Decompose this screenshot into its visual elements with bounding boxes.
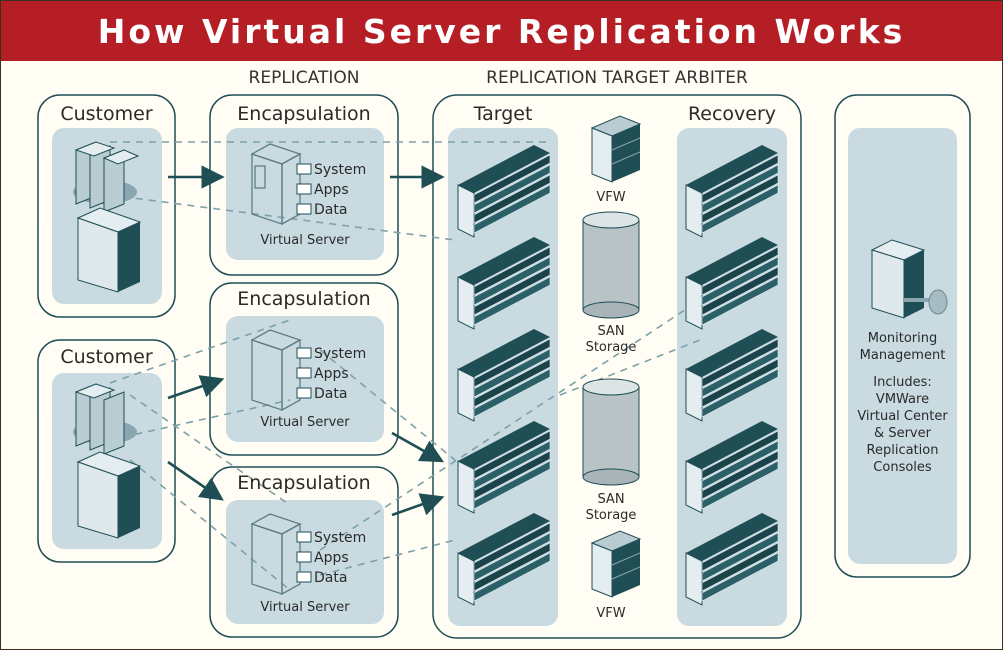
recovery-server-2: [685, 237, 779, 330]
arbiter-group: [432, 94, 802, 639]
file-apps-2: Apps: [314, 366, 349, 382]
customer-server-1: [73, 141, 142, 293]
target-server-2: [457, 237, 551, 330]
customer-group-2: [37, 339, 176, 563]
replication-arrows: [167, 165, 445, 517]
title-banner: How Virtual Server Replication Works: [1, 1, 1002, 61]
encapsulation-panel-2: [226, 316, 384, 442]
rack-servers: [457, 145, 779, 606]
encapsulation-label-3: Encapsulation: [237, 472, 371, 494]
san-storage-icon-2: [582, 378, 640, 486]
virtual-server-label-2: Virtual Server: [260, 415, 350, 430]
customer-group-1: [37, 94, 176, 318]
customer-label-1: Customer: [60, 103, 153, 125]
target-server-5: [457, 513, 551, 606]
file-data-2: Data: [314, 386, 348, 402]
section-replication: REPLICATION: [248, 68, 360, 88]
vfw-icon-1: [590, 115, 642, 183]
san-label-2: SAN: [597, 492, 625, 507]
recovery-server-3: [685, 329, 779, 422]
replication-dashed-links: [109, 141, 701, 591]
section-arbiter: REPLICATION TARGET ARBITER: [486, 68, 748, 88]
virtual-server-2: [250, 329, 302, 412]
target-server-1: [457, 145, 551, 238]
customer-label-2: Customer: [60, 346, 153, 368]
monitoring-server-icon: [870, 239, 926, 319]
vfw-label-2: VFW: [596, 606, 626, 621]
virtual-server-3: [250, 513, 302, 596]
monitoring-includes: Includes: VMWare Virtual Center & Server…: [857, 375, 948, 475]
san-label-1: SAN: [597, 324, 625, 339]
encapsulation-label-2: Encapsulation: [237, 288, 371, 310]
monitoring-label: Monitoring Management: [859, 331, 946, 363]
target-server-4: [457, 421, 551, 514]
monitoring-panel: [848, 128, 957, 564]
encapsulation-label-1: Encapsulation: [237, 103, 371, 125]
vfw-label-1: VFW: [596, 190, 626, 205]
encapsulation-group-2: [209, 282, 399, 456]
vfw-icon-2: [590, 530, 642, 598]
key-icon: [904, 289, 948, 315]
folder-icons: [296, 163, 312, 583]
target-column-label: Target: [473, 103, 533, 125]
encapsulation-group-3: [209, 466, 399, 638]
recovery-server-1: [685, 145, 779, 238]
storage-label-1: Storage: [585, 340, 637, 355]
virtual-server-label-1: Virtual Server: [260, 233, 350, 248]
file-system-2: System: [314, 346, 367, 362]
virtual-server-label-3: Virtual Server: [260, 600, 350, 615]
monitoring-group: [834, 94, 971, 578]
file-data-1: Data: [314, 202, 348, 218]
san-storage-icon-1: [582, 211, 640, 319]
file-apps-3: Apps: [314, 550, 349, 566]
file-system-1: System: [314, 162, 367, 178]
file-system-3: System: [314, 530, 367, 546]
file-data-3: Data: [314, 570, 348, 586]
target-server-3: [457, 329, 551, 422]
file-apps-1: Apps: [314, 182, 349, 198]
recovery-server-4: [685, 421, 779, 514]
recovery-column-label: Recovery: [687, 103, 777, 125]
recovery-server-5: [685, 513, 779, 606]
customer-server-2: [73, 383, 142, 539]
storage-label-2: Storage: [585, 508, 637, 523]
